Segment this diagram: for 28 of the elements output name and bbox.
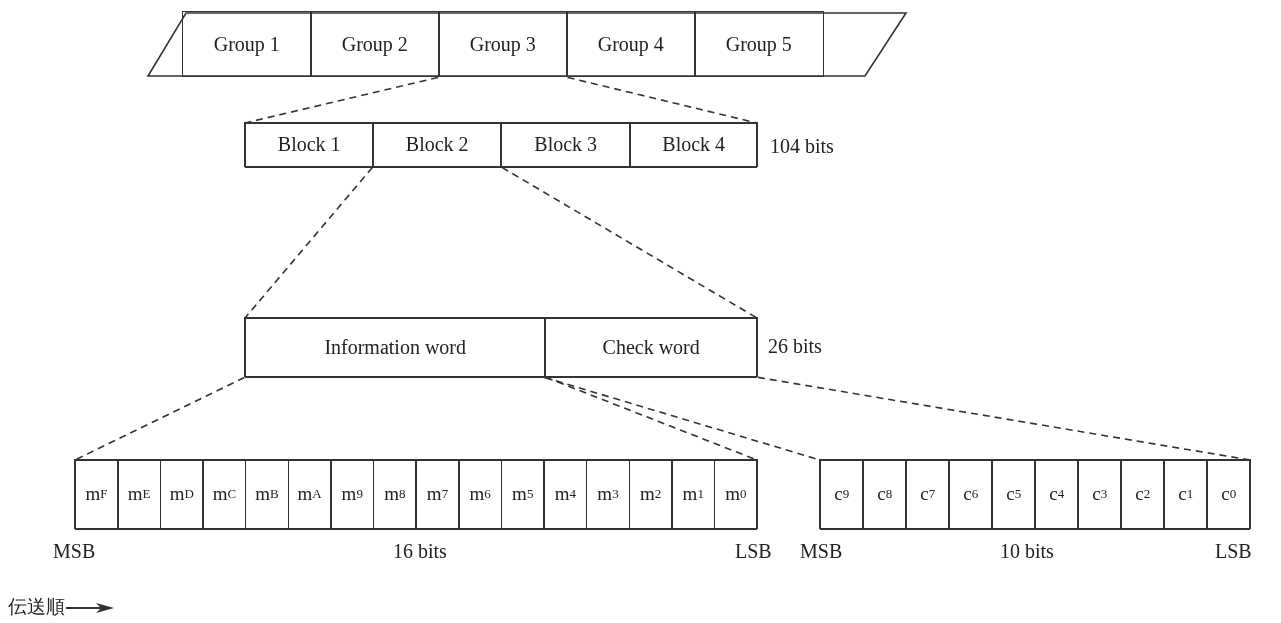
bit-count-label: LSB: [735, 540, 772, 563]
bit-count-label: 26 bits: [768, 335, 822, 358]
group-cell: Group 1: [182, 11, 312, 78]
transmission-order-label: 伝送順: [8, 594, 65, 619]
group-cell: Group 4: [566, 11, 696, 78]
expansion-line: [74, 376, 246, 461]
bit-count-label: LSB: [1215, 540, 1252, 563]
block-cell: Block 1: [244, 122, 374, 168]
group-cell: Group 3: [438, 11, 568, 78]
field-frame: [820, 460, 1250, 530]
bit-count-label: 16 bits: [393, 540, 447, 563]
expansion-line: [501, 166, 758, 319]
bit-count-label: MSB: [800, 540, 843, 563]
word-cell: Check word: [544, 317, 758, 378]
bit-count-label: 10 bits: [1000, 540, 1054, 563]
word-cell: Information word: [244, 317, 546, 378]
block-cell: Block 3: [500, 122, 631, 168]
field-frame: [245, 123, 757, 168]
expansion-line: [244, 166, 374, 319]
stream-band: [148, 13, 906, 76]
field-frame: [245, 318, 757, 378]
bit-count-label: MSB: [53, 540, 96, 563]
block-cell: Block 4: [629, 122, 758, 168]
bit-count-label: 104 bits: [770, 135, 834, 158]
block-cell: Block 2: [372, 122, 502, 168]
group-cell: Group 2: [310, 11, 440, 78]
field-frame: [75, 460, 757, 530]
group-cell: Group 5: [694, 11, 824, 78]
